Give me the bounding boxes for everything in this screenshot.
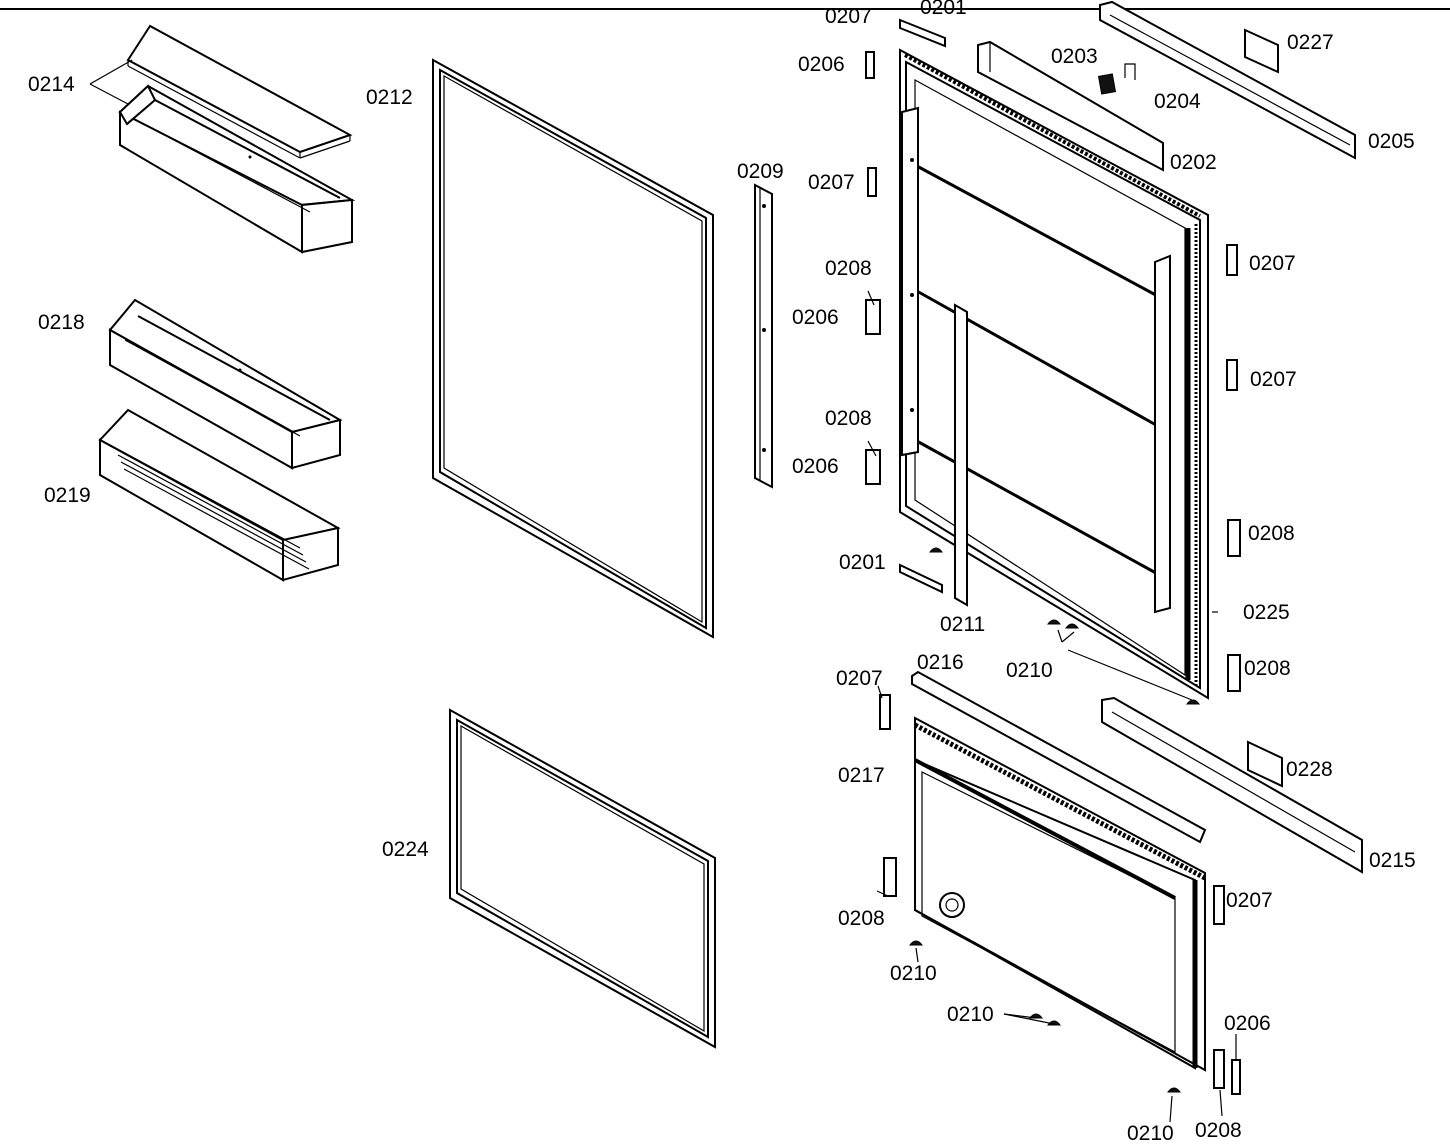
upper-door-frame: [899, 48, 1209, 700]
label-0208-c: 0208: [1248, 522, 1295, 545]
upper-door-gasket: [432, 58, 714, 639]
label-0207-e: 0207: [836, 667, 883, 690]
label-0203: 0203: [1051, 45, 1098, 68]
label-0202: 0202: [1170, 151, 1217, 174]
mounting-plate-upper: [1244, 28, 1279, 74]
label-0208-a: 0208: [825, 257, 872, 280]
label-0210-d: 0210: [1127, 1122, 1174, 1145]
label-0216: 0216: [917, 651, 964, 674]
label-0210-b: 0210: [890, 962, 937, 985]
label-0207-b: 0207: [808, 171, 855, 194]
label-0208-f: 0208: [1195, 1119, 1242, 1142]
label-0209: 0209: [737, 160, 784, 183]
label-0212: 0212: [366, 86, 413, 109]
label-0206-b: 0206: [792, 306, 839, 329]
label-0227: 0227: [1287, 31, 1334, 54]
mounting-plate-lower: [1247, 740, 1283, 788]
leader-lines: [867, 290, 1237, 1123]
label-0201-top: 0201: [920, 0, 967, 19]
lower-door-gasket: [449, 708, 716, 1049]
label-0204: 0204: [1154, 90, 1201, 113]
label-0218: 0218: [38, 311, 85, 334]
label-0215: 0215: [1369, 849, 1416, 872]
label-0206-top: 0206: [798, 53, 845, 76]
lower-door-trim-bar: [911, 670, 1207, 844]
clip-part: [1124, 63, 1136, 80]
label-0214: 0214: [28, 73, 75, 96]
label-0208-b: 0208: [825, 407, 872, 430]
small-block-part: [1097, 73, 1117, 95]
door-shelf-bin-upper: [118, 84, 356, 254]
hinge-hardware-marks: [865, 51, 1241, 1095]
vertical-trim-strip: [754, 183, 773, 489]
label-0207-f: 0207: [1226, 889, 1273, 912]
label-0228: 0228: [1286, 758, 1333, 781]
label-0205: 0205: [1368, 130, 1415, 153]
hinge-cover-bracket-lower: [1101, 696, 1363, 874]
label-0208-d: 0208: [1244, 657, 1291, 680]
vertical-divider-rail: [954, 303, 968, 607]
hinge-cover-bracket-upper: [1099, 0, 1356, 160]
label-0206-c: 0206: [792, 455, 839, 478]
label-0207-d: 0207: [1250, 368, 1297, 391]
door-shelf-bin-middle: [108, 298, 343, 470]
label-0207-c: 0207: [1249, 252, 1296, 275]
label-0219: 0219: [44, 484, 91, 507]
door-shelf-bin-lower: [98, 408, 341, 582]
door-shelf-cover: [126, 24, 353, 159]
label-0208-e: 0208: [838, 907, 885, 930]
label-0210-a: 0210: [1006, 659, 1053, 682]
label-0210-c: 0210: [947, 1003, 994, 1026]
small-hinge-pin-top: [899, 18, 946, 48]
label-0201-b: 0201: [839, 551, 886, 574]
label-0217: 0217: [838, 764, 885, 787]
label-0207-top: 0207: [825, 5, 872, 28]
part-labels: 0201 0207 0206 0203 0204 0227 0205 0202 …: [28, 0, 1416, 1145]
lower-drawer-door: [913, 716, 1207, 1072]
label-0211: 0211: [940, 613, 985, 636]
label-0206-d: 0206: [1224, 1012, 1271, 1035]
label-0224: 0224: [382, 838, 429, 861]
label-0225: 0225: [1243, 601, 1290, 624]
top-trim-bar: [977, 40, 1164, 172]
